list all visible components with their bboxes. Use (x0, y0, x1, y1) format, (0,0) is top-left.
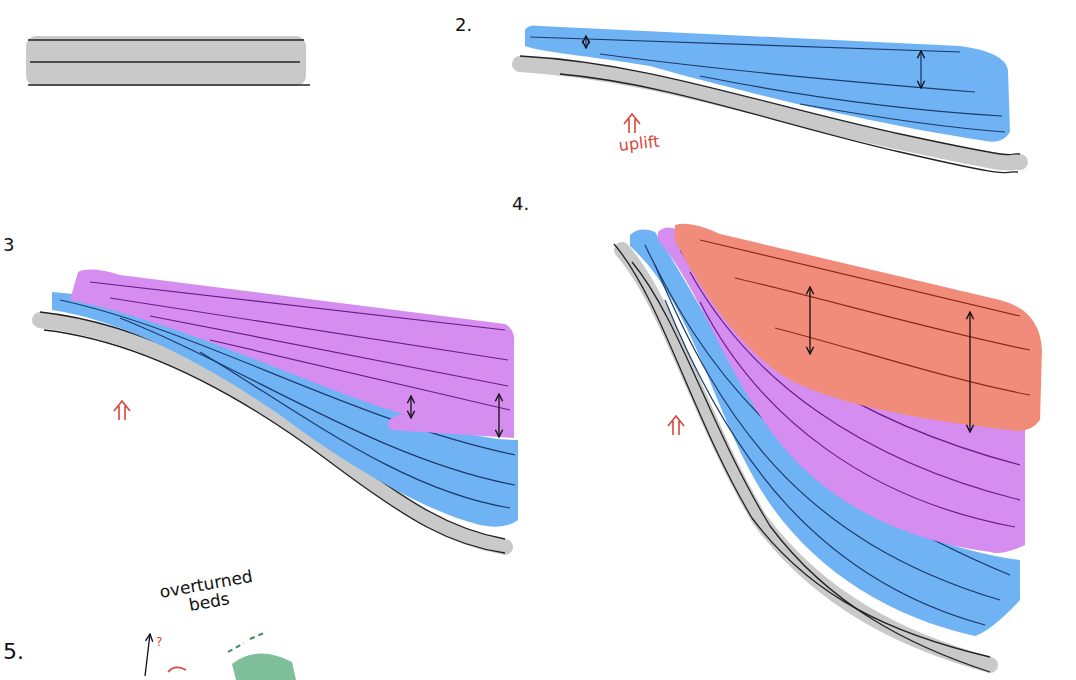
panel-number: 4. (512, 195, 529, 214)
panel-three (40, 270, 518, 553)
panel-five (145, 633, 296, 680)
panel-number: 5. (3, 640, 24, 663)
uplift-note: uplift (618, 134, 660, 155)
annotation-note: overturned beds (148, 566, 267, 621)
panel-number: 3 (3, 236, 14, 255)
panel-number: 2. (455, 16, 472, 35)
question-mark: ? (156, 636, 162, 649)
panel-four (614, 224, 1042, 672)
panel-two (520, 26, 1020, 173)
panel-one (26, 36, 310, 86)
